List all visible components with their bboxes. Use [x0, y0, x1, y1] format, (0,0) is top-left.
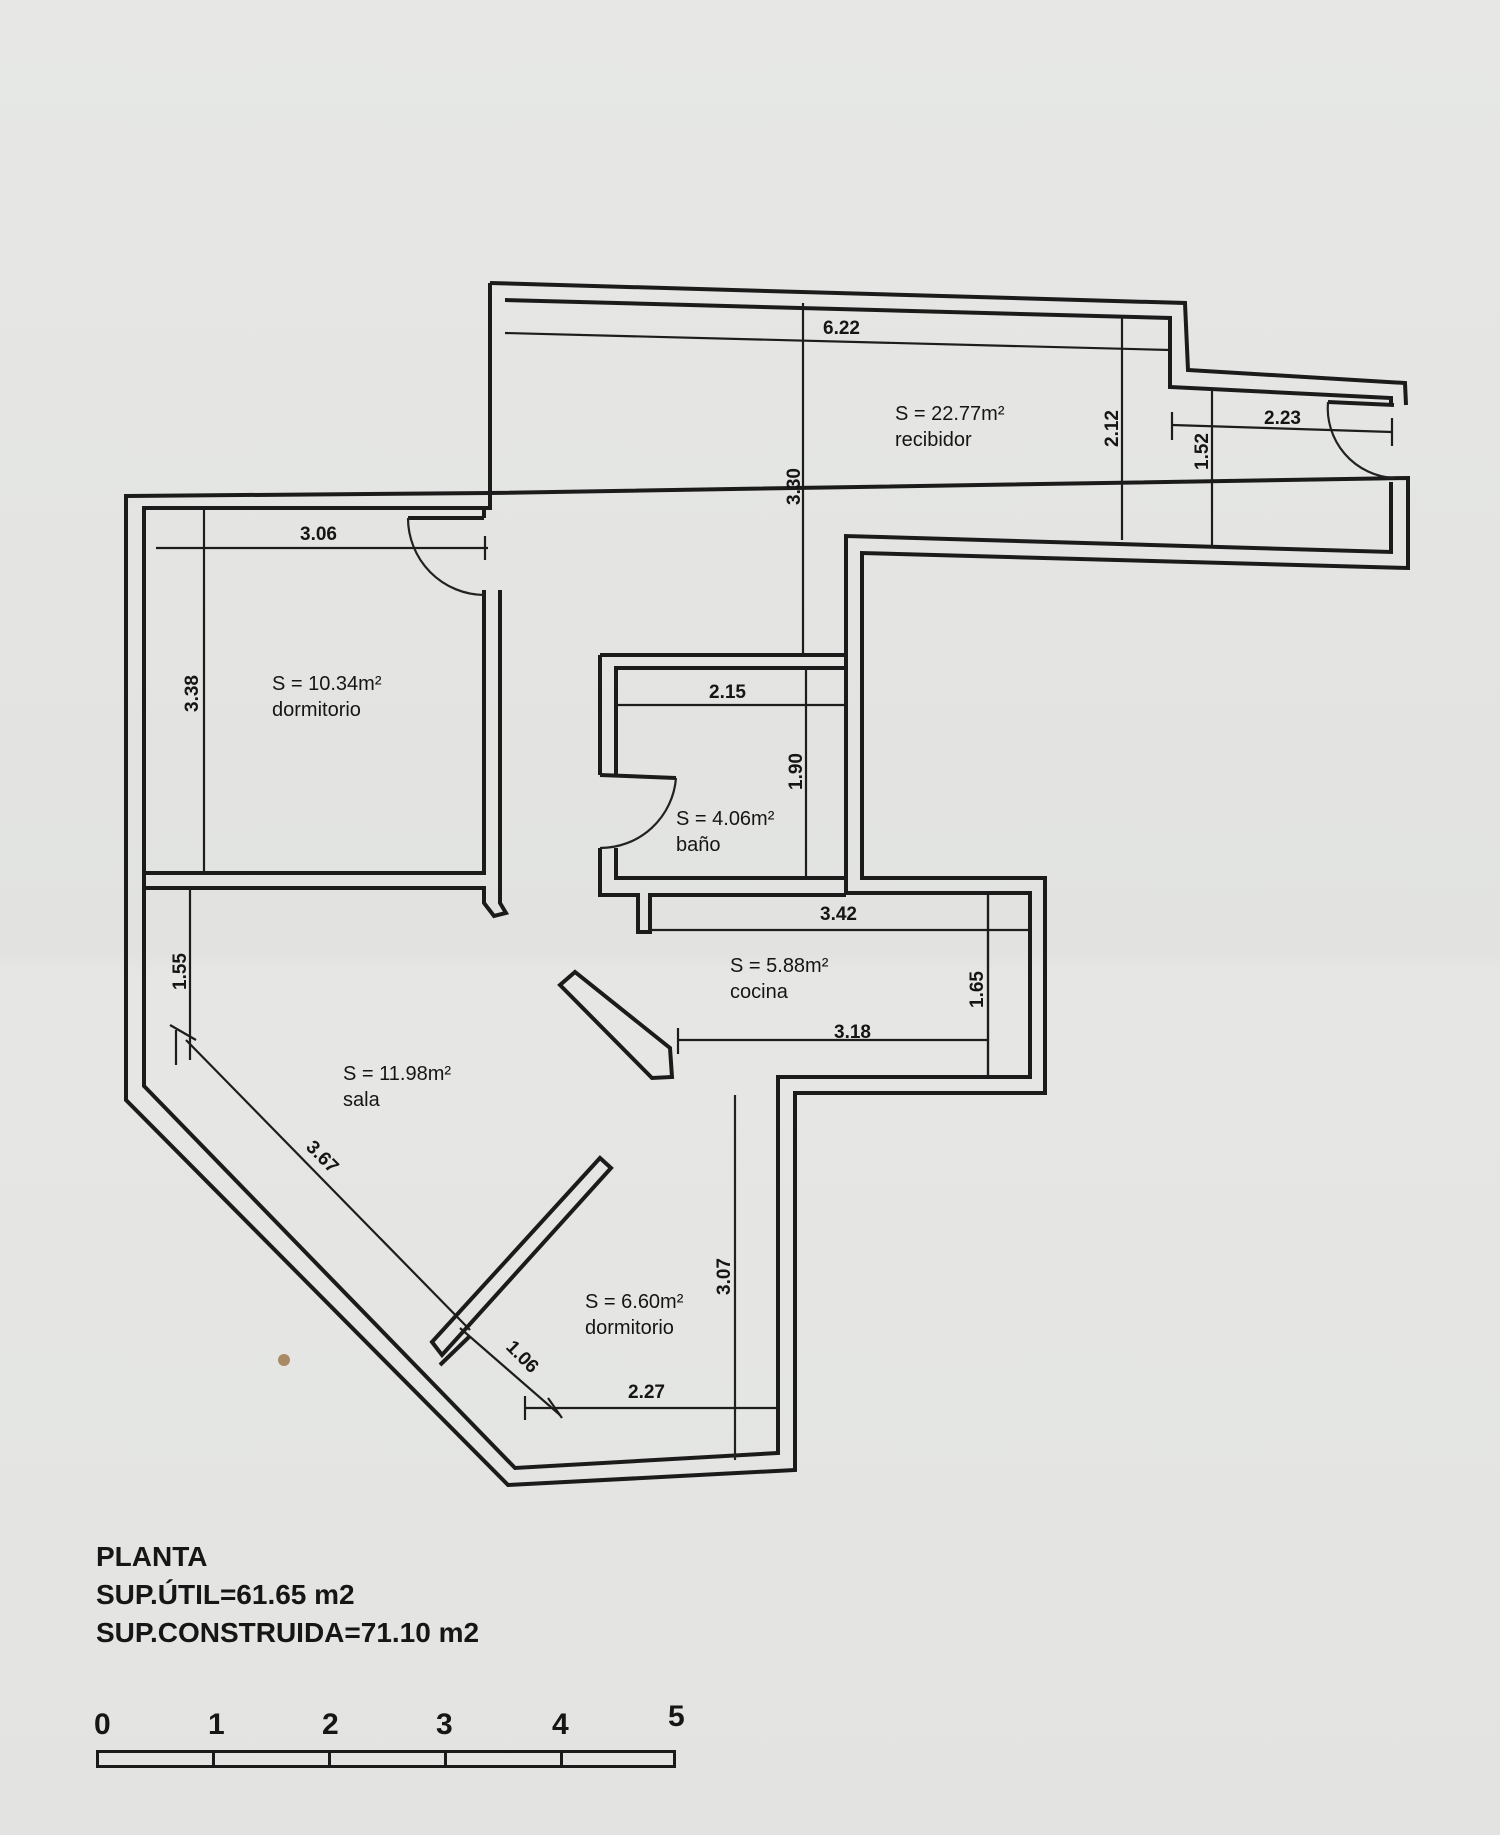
dim-227: 2.27: [628, 1382, 665, 1403]
dim-330: 3.30: [784, 468, 805, 505]
scale-label-3: 3: [436, 1708, 453, 1741]
dim-307: 3.07: [714, 1258, 735, 1295]
dimension-lines: [156, 303, 1394, 1420]
dim-106: 1.06: [501, 1337, 542, 1378]
legend-useful-area: SUP.ÚTIL=61.65 m2: [96, 1579, 355, 1610]
scale-label-0: 0: [94, 1708, 111, 1741]
dim-342: 3.42: [820, 904, 857, 925]
door-swing: [1326, 401, 1395, 480]
dim-215: 2.15: [709, 682, 746, 703]
scale-label-5: 5: [668, 1700, 685, 1733]
dormitorio-2-area: S = 6.60m²: [585, 1291, 684, 1313]
dim-212: 2.12: [1102, 410, 1123, 447]
bano-walls: [598, 653, 846, 934]
legend-title: PLANTA: [96, 1541, 208, 1572]
dim-155: 1.55: [170, 953, 191, 990]
scale-label-2: 2: [322, 1708, 339, 1741]
scale-label-1: 1: [208, 1708, 225, 1741]
paper-stain: [278, 1354, 290, 1366]
dim-367: 3.67: [301, 1137, 342, 1178]
inner-wall: [142, 298, 1393, 1471]
cocina-name: cocina: [730, 981, 789, 1003]
dim-190: 1.90: [786, 753, 807, 790]
dormitorio-2-name: dormitorio: [585, 1317, 674, 1339]
scale-label-4: 4: [552, 1708, 569, 1741]
dormitorio-1-area: S = 10.34m²: [272, 673, 382, 695]
dim-223: 2.23: [1264, 408, 1301, 429]
cocina-area: S = 5.88m²: [730, 955, 829, 977]
dim-622: 6.22: [823, 318, 860, 339]
legend-built-area: SUP.CONSTRUIDA=71.10 m2: [96, 1617, 480, 1648]
bano-area: S = 4.06m²: [676, 808, 775, 830]
dim-306: 3.06: [300, 524, 337, 545]
sala-name: sala: [343, 1089, 381, 1111]
dim-165: 1.65: [967, 971, 988, 1008]
scale-bar-rect: [96, 1750, 676, 1768]
door-leaf: [1327, 400, 1395, 407]
room-labels: S = 22.77m² recibidor S = 10.34m² dormit…: [272, 403, 1005, 1339]
recibidor-name: recibidor: [895, 429, 972, 451]
door-swing: [599, 777, 678, 850]
dim-318: 3.18: [834, 1022, 871, 1043]
cocina-walls: [557, 969, 675, 1081]
outer-wall: [124, 281, 1410, 1488]
dormitorio-1-walls: [144, 590, 510, 919]
dim-152: 1.52: [1192, 433, 1213, 470]
recibidor-area: S = 22.77m²: [895, 403, 1005, 425]
door-swing: [406, 517, 485, 597]
bano-name: baño: [676, 834, 721, 856]
door-leaf: [599, 773, 677, 780]
scale-bar: 0 1 2 3 4 5: [80, 1700, 700, 1788]
sala-area: S = 11.98m²: [343, 1063, 451, 1085]
dormitorio-1-name: dormitorio: [272, 699, 361, 721]
dim-338: 3.38: [182, 675, 203, 712]
dormitorio-2-partition: [429, 1155, 614, 1359]
wall-segment: [438, 1334, 472, 1367]
plan-legend: PLANTA SUP.ÚTIL=61.65 m2 SUP.CONSTRUIDA=…: [96, 1538, 479, 1652]
